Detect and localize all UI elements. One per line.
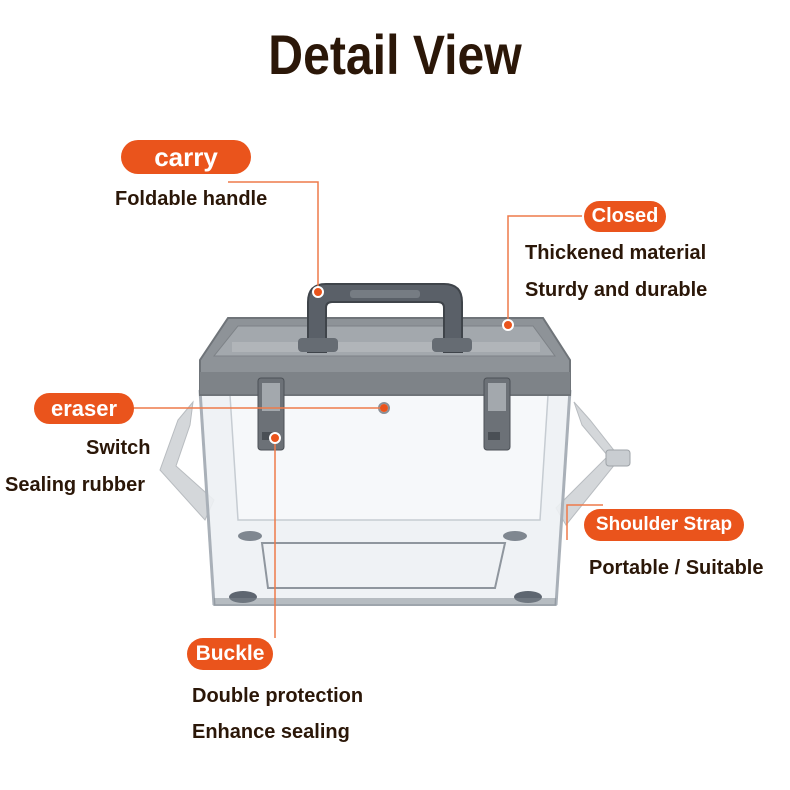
- eraser-desc-2: Sealing rubber: [5, 474, 146, 496]
- shoulder-strap-tag: Shoulder Strap: [584, 509, 744, 541]
- closed-desc-2: Sturdy and durable: [525, 279, 708, 301]
- buckle-desc-1: Double protection: [192, 685, 364, 707]
- carry-desc-1: Foldable handle: [115, 188, 268, 210]
- closed-desc-1: Thickened material: [525, 242, 707, 264]
- shoulder-strap-desc-1: Portable / Suitable: [589, 557, 764, 579]
- leader-dots: [269, 286, 514, 444]
- strap-clip-right: [605, 449, 631, 467]
- eraser-desc-1: Switch: [86, 437, 151, 459]
- buckle-tag: Buckle: [187, 638, 273, 670]
- leader-lines: [132, 181, 603, 638]
- page-title: Detail View: [268, 23, 522, 86]
- closed-tag: Closed: [584, 201, 666, 232]
- carry-tag: carry: [121, 140, 251, 174]
- eraser-tag: eraser: [34, 393, 134, 424]
- buckle-desc-2: Enhance sealing: [192, 721, 350, 743]
